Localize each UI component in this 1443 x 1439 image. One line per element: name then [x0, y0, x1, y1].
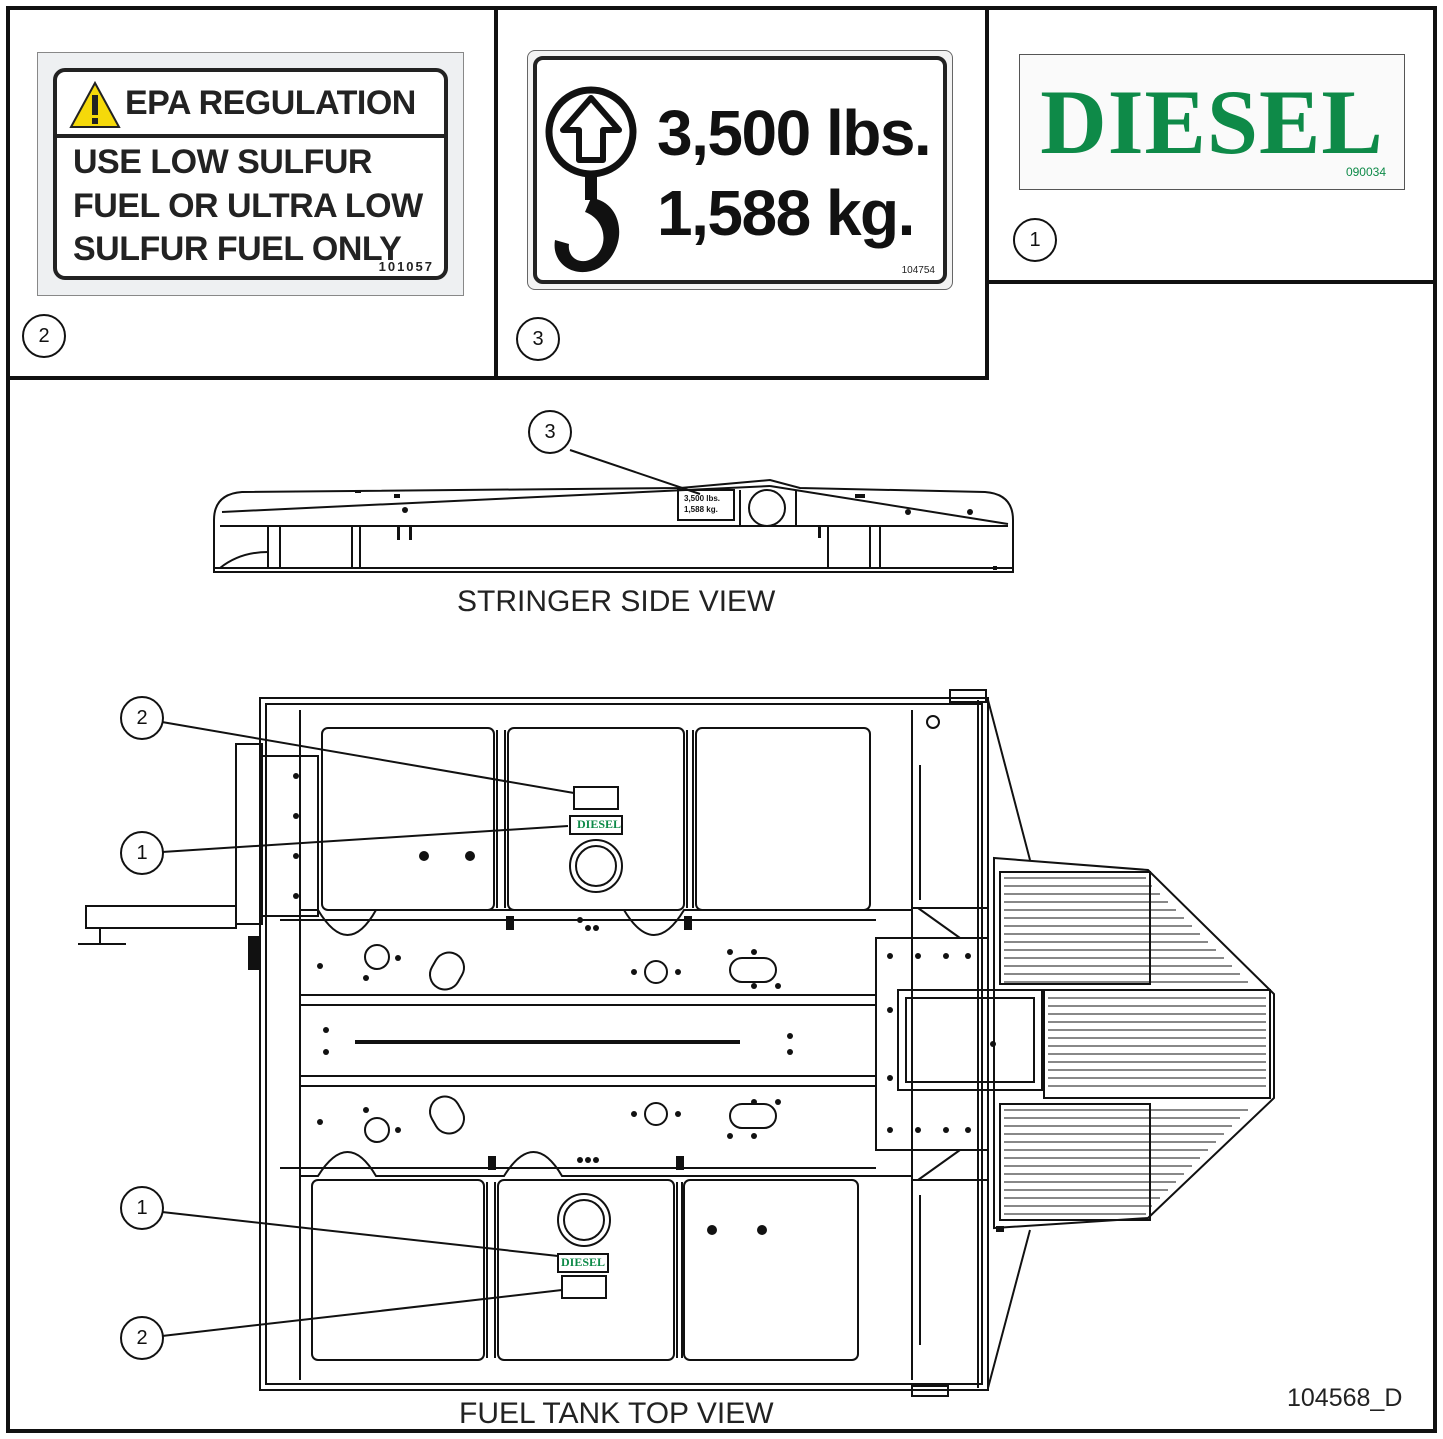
- divider-vertical-1: [494, 6, 498, 380]
- mini-diesel-label-upper: DIESEL: [576, 817, 622, 831]
- epa-decal-line-2: FUEL OR ULTRA LOW: [73, 187, 423, 225]
- divider-horizontal-right: [985, 280, 1437, 284]
- diesel-decal: DIESEL 090034: [1019, 54, 1405, 190]
- capacity-lbs: 3,500 lbs.: [657, 97, 932, 169]
- warning-triangle-icon: [69, 80, 121, 128]
- callout-diesel-top-view-lower: 1: [120, 1186, 164, 1230]
- lift-capacity-decal: 3,500 lbs. 1,588 kg. 104754: [527, 50, 953, 290]
- callout-epa-top-view-upper: 2: [120, 696, 164, 740]
- epa-decal-header: EPA REGULATION: [57, 72, 444, 138]
- drawing-frame: [6, 6, 1437, 1433]
- mini-capacity-lbs: 3,500 lbs.: [684, 494, 721, 503]
- drawing-number: 104568_D: [1287, 1384, 1403, 1412]
- epa-decal-line-3: SULFUR FUEL ONLY: [73, 230, 402, 268]
- divider-vertical-2: [985, 6, 989, 380]
- lifting-hook-icon: [545, 86, 637, 273]
- capacity-decal-code: 104754: [901, 265, 935, 276]
- side-view-caption: STRINGER SIDE VIEW: [457, 585, 776, 618]
- callout-diesel-panel: 1: [1013, 218, 1057, 262]
- divider-horizontal-main: [6, 376, 989, 380]
- callout-capacity-panel: 3: [516, 317, 560, 361]
- callout-epa-top-view-lower: 2: [120, 1316, 164, 1360]
- epa-decal-line-1: USE LOW SULFUR: [73, 143, 372, 181]
- diesel-decal-code: 090034: [1345, 165, 1386, 179]
- top-view-caption: FUEL TANK TOP VIEW: [459, 1397, 774, 1430]
- capacity-kg: 1,588 kg.: [657, 177, 915, 249]
- capacity-decal-border: 3,500 lbs. 1,588 kg. 104754: [533, 56, 947, 284]
- epa-decal-code: 101057: [378, 259, 434, 274]
- callout-epa-panel: 2: [22, 314, 66, 358]
- diesel-decal-word: DIESEL: [1040, 71, 1384, 173]
- mini-capacity-label: 3,500 lbs. 1,588 kg.: [684, 493, 720, 515]
- mini-diesel-label-lower: DIESEL: [560, 1255, 606, 1269]
- epa-regulation-decal: EPA REGULATION USE LOW SULFUR FUEL OR UL…: [37, 52, 464, 296]
- mini-capacity-kg: 1,588 kg.: [684, 505, 718, 514]
- callout-capacity-side-view: 3: [528, 410, 572, 454]
- ramp-grating: [1004, 877, 1266, 1215]
- epa-decal-border: EPA REGULATION USE LOW SULFUR FUEL OR UL…: [53, 68, 448, 280]
- callout-diesel-top-view-upper: 1: [120, 831, 164, 875]
- epa-decal-title: EPA REGULATION: [125, 84, 416, 122]
